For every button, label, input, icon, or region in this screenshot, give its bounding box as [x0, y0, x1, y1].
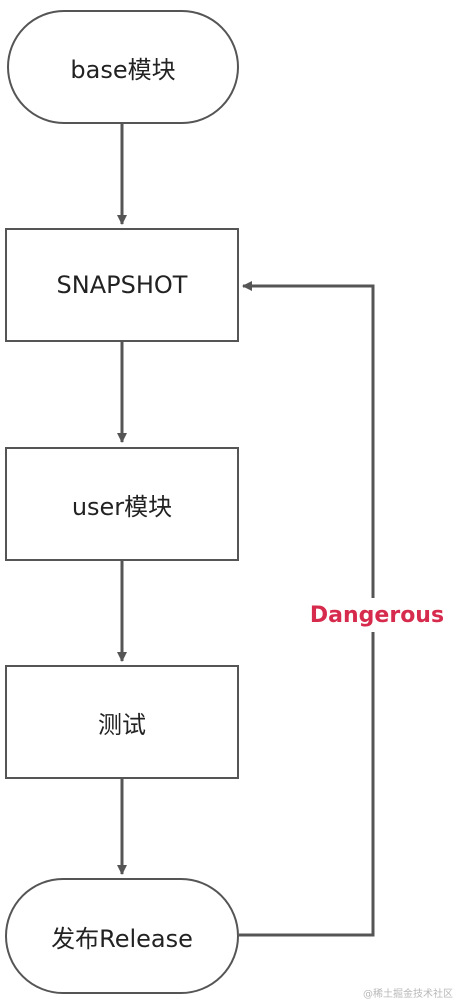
- test-node: 测试: [5, 665, 239, 779]
- release-node: 发布Release: [5, 878, 239, 994]
- watermark: @稀土掘金技术社区: [363, 989, 453, 1000]
- snapshot-node: SNAPSHOT: [5, 228, 239, 342]
- start-node: base模块: [7, 10, 239, 124]
- user-node: user模块: [5, 447, 239, 561]
- dangerous-label: Dangerous: [302, 598, 452, 632]
